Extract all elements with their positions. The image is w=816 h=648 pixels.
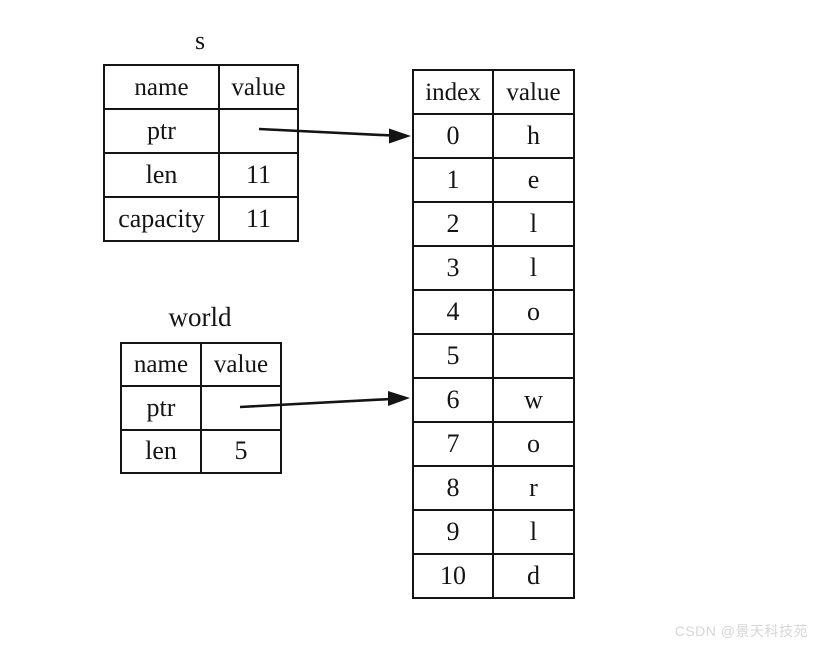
s-table-title: s [194, 26, 206, 55]
column-header-value: value [200, 341, 282, 388]
table-cell-index: 0 [412, 113, 494, 159]
table-cell-index: 7 [412, 421, 494, 467]
table-cell-value: h [492, 113, 575, 159]
table-cell-capacity-value: 11 [218, 196, 299, 242]
table-cell-len-value: 11 [218, 152, 299, 198]
table-cell-index: 6 [412, 377, 494, 423]
heap-table: index value 0 h 1 e 2 l 3 l 4 o [412, 69, 575, 599]
table-cell-len-name: len [103, 152, 220, 198]
column-header-value: value [218, 64, 299, 110]
table-cell-ptr-name: ptr [120, 385, 202, 431]
table-cell-value: o [492, 421, 575, 467]
table-row-1: 1 e [412, 157, 575, 203]
table-cell-value: d [492, 553, 575, 599]
table-cell-len-name: len [120, 428, 202, 474]
world-table-title: world [168, 302, 232, 332]
heap-table-header-row: index value [412, 69, 575, 115]
table-cell-index: 1 [412, 157, 494, 203]
table-cell-value: r [492, 465, 575, 511]
s-table: name value ptr len 11 capacity 11 [103, 64, 299, 242]
table-cell-value: l [492, 245, 575, 291]
table-row-len: len 5 [120, 428, 282, 474]
table-row-8: 8 r [412, 465, 575, 511]
table-row-9: 9 l [412, 509, 575, 555]
column-header-value: value [492, 69, 575, 115]
table-cell-value: w [492, 377, 575, 423]
table-cell-index: 10 [412, 553, 494, 599]
table-row-0: 0 h [412, 113, 575, 159]
table-cell-index: 3 [412, 245, 494, 291]
table-row-6: 6 w [412, 377, 575, 423]
table-cell-capacity-name: capacity [103, 196, 220, 242]
table-row-capacity: capacity 11 [103, 196, 299, 242]
table-cell-value: o [492, 289, 575, 335]
table-row-5: 5 [412, 333, 575, 379]
table-cell-value [492, 333, 575, 379]
table-row-len: len 11 [103, 152, 299, 198]
s-table-header-row: name value [103, 64, 299, 110]
table-cell-value: l [492, 509, 575, 555]
column-header-name: name [120, 341, 202, 388]
table-cell-index: 2 [412, 201, 494, 247]
table-cell-ptr-value [218, 108, 299, 154]
csdn-watermark: CSDN @景天科技苑 [674, 623, 808, 639]
table-row-2: 2 l [412, 201, 575, 247]
table-cell-value: l [492, 201, 575, 247]
column-header-name: name [103, 64, 220, 110]
table-row-3: 3 l [412, 245, 575, 291]
table-row-ptr: ptr [120, 385, 282, 431]
table-cell-index: 9 [412, 509, 494, 555]
world-table: name value ptr len 5 [120, 341, 282, 474]
table-cell-len-value: 5 [200, 428, 282, 474]
table-cell-ptr-value [200, 385, 282, 431]
table-cell-index: 5 [412, 333, 494, 379]
world-table-header-row: name value [120, 341, 282, 388]
table-cell-ptr-name: ptr [103, 108, 220, 154]
table-row-10: 10 d [412, 553, 575, 599]
table-row-ptr: ptr [103, 108, 299, 154]
table-cell-index: 4 [412, 289, 494, 335]
table-cell-value: e [492, 157, 575, 203]
table-row-7: 7 o [412, 421, 575, 467]
column-header-index: index [412, 69, 494, 115]
table-cell-index: 8 [412, 465, 494, 511]
table-row-4: 4 o [412, 289, 575, 335]
